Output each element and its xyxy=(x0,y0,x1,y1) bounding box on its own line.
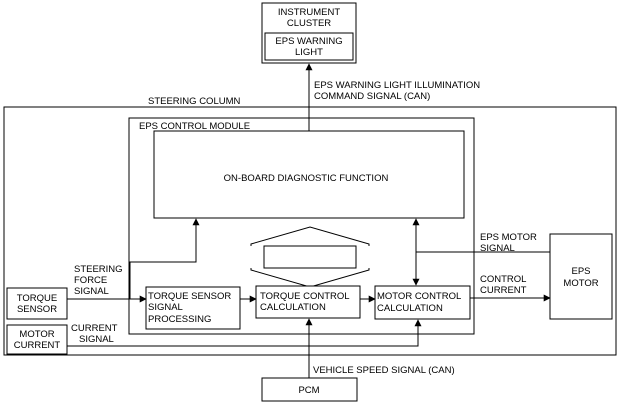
warning-signal-label-2: COMMAND SIGNAL (CAN) xyxy=(314,91,430,102)
obd-function-label: ON-BOARD DIAGNOSTIC FUNCTION xyxy=(224,173,389,184)
instrument-cluster-label-2: CLUSTER xyxy=(287,18,331,29)
current-signal-arrow xyxy=(67,319,422,347)
torque-sensor-processing-label-2: SIGNAL xyxy=(148,302,183,313)
torque-sensor-processing-label-1: TORQUE SENSOR xyxy=(148,291,231,302)
eps-motor-box xyxy=(549,233,613,320)
steering-column-box xyxy=(3,106,617,356)
eps-warning-light-label-2: LIGHT xyxy=(295,47,323,58)
motor-control-calc-box xyxy=(374,285,471,320)
pcm-label: PCM xyxy=(298,385,319,396)
motor-current-label-1: MOTOR xyxy=(19,329,54,340)
torque-control-calc-box xyxy=(255,285,361,319)
torque-sensor-processing-box xyxy=(145,286,241,330)
eps-motor-label-2: MOTOR xyxy=(563,278,598,289)
torque-control-calc-label-1: TORQUE CONTROL xyxy=(260,291,350,302)
motor-control-calc-label-2: CALCULATION xyxy=(377,303,443,314)
eps-warning-light-box xyxy=(264,32,354,61)
torque-sensor-label-1: TORQUE xyxy=(17,293,57,304)
obd-function-box xyxy=(153,130,465,219)
eps-control-module-box xyxy=(128,117,475,335)
data-exchange-arrow-cutout xyxy=(263,245,357,269)
eps-control-module-label: EPS CONTROL MODULE xyxy=(139,121,250,132)
torque-sensor-label-2: SENSOR xyxy=(17,304,57,315)
control-current-label-1: CONTROL xyxy=(480,274,526,285)
torque-control-calc-label-2: CALCULATION xyxy=(260,302,326,313)
control-current-label-2: CURRENT xyxy=(480,285,527,296)
torque-sensor-processing-label-3: PROCESSING xyxy=(148,314,211,325)
vehicle-speed-signal-label: VEHICLE SPEED SIGNAL (CAN) xyxy=(313,365,455,376)
current-signal-label-1: CURRENT xyxy=(71,323,118,334)
eps-warning-light-label-1: EPS WARNING xyxy=(275,36,342,47)
steering-force-label-2: FORCE xyxy=(74,275,107,286)
eps-motor-signal-label-2: SIGNAL xyxy=(480,243,515,254)
instrument-cluster-label-1: INSTRUMENT xyxy=(278,7,340,18)
motor-control-calc-label-1: MOTOR CONTROL xyxy=(377,291,461,302)
steering-force-label-3: SIGNAL xyxy=(74,286,109,297)
motor-current-label-2: CURRENT xyxy=(14,340,61,351)
torque-sensor-box xyxy=(6,287,68,320)
processing-to-obd-arrow xyxy=(129,218,200,299)
warning-signal-label-1: EPS WARNING LIGHT ILLUMINATION xyxy=(314,80,480,91)
motor-current-box xyxy=(6,324,68,355)
pcm-box xyxy=(261,377,358,402)
eps-motor-signal-label-1: EPS MOTOR xyxy=(480,232,537,243)
current-signal-label-2: SIGNAL xyxy=(79,334,114,345)
eps-motor-label-1: EPS xyxy=(571,266,590,277)
steering-force-label-1: STEERING xyxy=(74,264,123,275)
steering-column-label: STEERING COLUMN xyxy=(148,96,241,107)
